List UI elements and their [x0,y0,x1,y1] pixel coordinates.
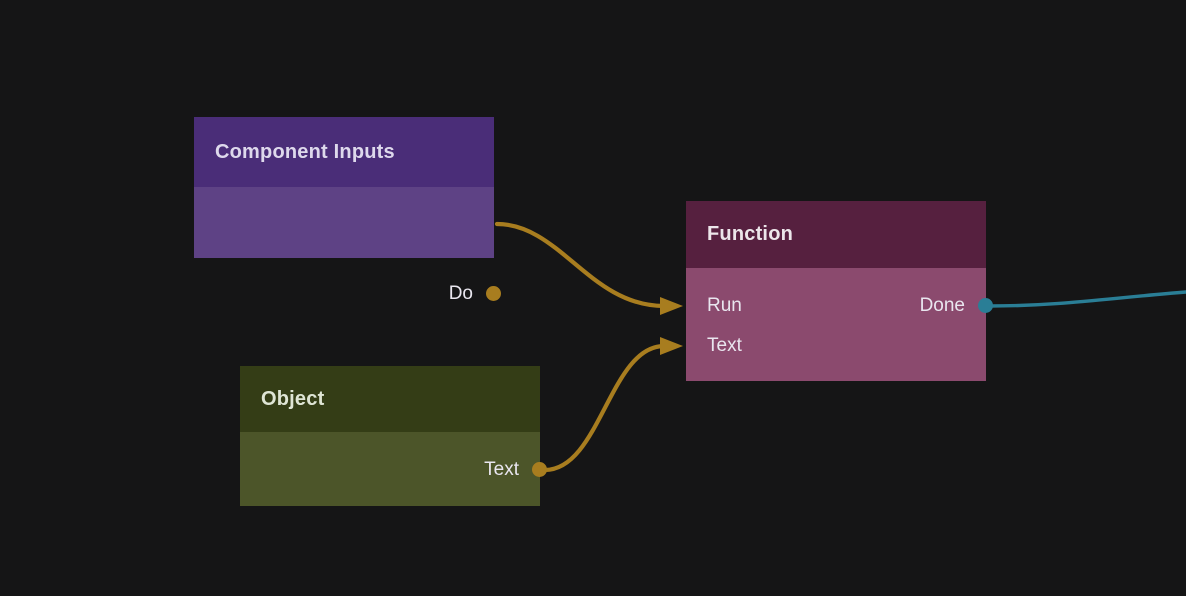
node-function[interactable]: Function Run Text Done [686,201,993,381]
edge-object-text-to-function-text[interactable] [542,343,667,473]
output-port-label-do: Do [448,283,473,304]
edge-object-text-to-function-text-arrowhead [660,337,683,355]
output-port-dot-text[interactable] [532,462,547,477]
output-port-dot-done[interactable] [978,298,993,313]
edge-do-to-run-arrowhead [660,297,683,315]
node-function-title-label: Function [707,223,794,245]
output-port-label-done: Done [919,295,965,316]
node-object[interactable]: Object Text [240,366,547,506]
node-function-body: Run Text Done [686,268,993,381]
edge-do-to-run[interactable] [494,221,667,309]
input-port-row-text[interactable]: Text [707,334,742,358]
output-port-label-text: Text [484,459,519,480]
node-object-title[interactable]: Object [240,366,540,432]
node-object-body: Text [240,432,547,506]
node-component-inputs-title[interactable]: Component Inputs [194,117,494,187]
output-port-row-done[interactable]: Done [920,294,965,318]
node-object-title-label: Object [261,387,325,410]
input-port-label-text: Text [707,335,742,356]
node-function-title[interactable]: Function [686,201,986,268]
output-port-row-text[interactable]: Text [484,458,519,482]
output-port-dot-do[interactable] [486,286,501,301]
input-port-label-run: Run [707,295,742,316]
node-component-inputs-title-label: Component Inputs [215,140,395,163]
output-port-row-do[interactable]: Do [449,282,473,306]
input-port-row-run[interactable]: Run [707,294,742,318]
node-component-inputs[interactable]: Component Inputs Do [194,117,501,304]
edge-done-outgoing[interactable] [988,290,1186,308]
node-component-inputs-body: Do [194,187,501,304]
